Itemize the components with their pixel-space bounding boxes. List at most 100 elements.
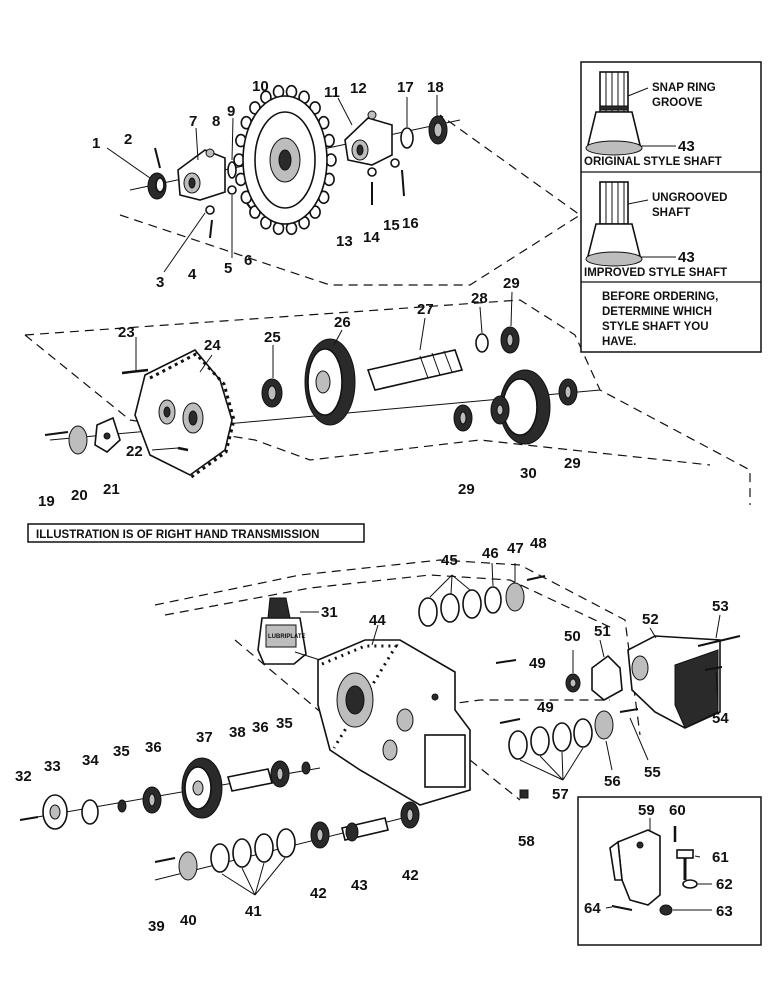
part-28-snap-ring bbox=[475, 333, 489, 353]
callout-57: 57 bbox=[552, 786, 569, 803]
part-36-bearing-a bbox=[142, 786, 162, 814]
part-10-sprocket bbox=[233, 84, 337, 236]
original-shaft-part-number: 43 bbox=[678, 138, 695, 155]
callout-17: 17 bbox=[397, 79, 414, 96]
part-50-seal bbox=[565, 673, 581, 693]
part-52-housing bbox=[627, 635, 721, 729]
part-47-seal bbox=[505, 582, 525, 612]
callout-4: 4 bbox=[188, 266, 197, 283]
part-29-bearing-c bbox=[558, 378, 578, 406]
middle-assembly bbox=[44, 326, 601, 480]
banner-text: ILLUSTRATION IS OF RIGHT HAND TRANSMISSI… bbox=[36, 529, 319, 541]
improved-shaft-caption: IMPROVED STYLE SHAFT bbox=[584, 267, 727, 279]
snap-ring-label-line1: SNAP RING bbox=[652, 82, 716, 94]
part-49-bolt-b bbox=[499, 718, 521, 724]
part-44-transmission-case bbox=[317, 639, 471, 806]
part-58-plug bbox=[519, 789, 529, 799]
part-51-gasket bbox=[591, 654, 623, 701]
callout-31: 31 bbox=[321, 604, 338, 621]
callout-58: 58 bbox=[518, 833, 535, 850]
callout-19: 19 bbox=[38, 493, 55, 510]
part-41-shim-set bbox=[210, 828, 296, 873]
part-54-bolt bbox=[704, 666, 723, 671]
callout-46: 46 bbox=[482, 545, 499, 562]
callout-21: 21 bbox=[103, 481, 120, 498]
part-35-snap-ring-a bbox=[117, 799, 127, 813]
original-shaft-caption: ORIGINAL STYLE SHAFT bbox=[584, 156, 722, 168]
part-18-bearing bbox=[428, 115, 448, 145]
callout-26: 26 bbox=[334, 314, 351, 331]
callout-32: 32 bbox=[15, 768, 32, 785]
callout-7: 7 bbox=[189, 113, 197, 130]
part-36-bearing-b bbox=[270, 760, 290, 788]
part-26-gear bbox=[304, 338, 356, 426]
callout-45: 45 bbox=[441, 552, 458, 569]
bracket-inset bbox=[577, 796, 762, 946]
callout-11: 11 bbox=[324, 84, 340, 101]
part-45-shim-set bbox=[418, 589, 482, 627]
callout-36: 36 bbox=[145, 739, 162, 756]
lubricant-label: LUBRIPLATE bbox=[268, 634, 306, 640]
callout-24: 24 bbox=[204, 337, 221, 354]
improved-shaft-illustration bbox=[585, 181, 643, 267]
part-4-bolt bbox=[209, 219, 213, 239]
part-21-plate bbox=[94, 416, 121, 453]
part-27-shaft bbox=[366, 349, 464, 391]
callout-59: 59 bbox=[638, 802, 655, 819]
callout-15: 15 bbox=[383, 217, 400, 234]
orientation-banner: ILLUSTRATION IS OF RIGHT HAND TRANSMISSI… bbox=[27, 523, 365, 543]
callout-43: 43 bbox=[351, 877, 368, 894]
callout-10: 10 bbox=[252, 78, 269, 95]
callout-9: 9 bbox=[227, 103, 235, 120]
part-63-nut bbox=[659, 904, 673, 916]
callout-39: 39 bbox=[148, 918, 165, 935]
part-3-lockwasher bbox=[205, 205, 215, 215]
note-line3: STYLE SHAFT YOU bbox=[602, 321, 709, 333]
callout-48: 48 bbox=[530, 535, 547, 552]
callout-52: 52 bbox=[642, 611, 659, 628]
callout-2: 2 bbox=[124, 131, 132, 148]
note-line4: HAVE. bbox=[602, 336, 636, 348]
part-29-bearing-b bbox=[453, 404, 473, 432]
part-39-bolt bbox=[154, 857, 176, 863]
callout-29: 29 bbox=[503, 275, 520, 292]
callout-35: 35 bbox=[113, 743, 130, 760]
callout-36-b: 36 bbox=[252, 719, 269, 736]
callout-50: 50 bbox=[564, 628, 581, 645]
callout-20: 20 bbox=[71, 487, 88, 504]
part-13-lockwasher bbox=[367, 167, 377, 177]
part-49-bolt-a bbox=[495, 659, 517, 664]
part-40-seal bbox=[178, 851, 198, 881]
callout-5: 5 bbox=[224, 260, 232, 277]
part-9-washer bbox=[227, 161, 237, 179]
part-30-cluster-gear bbox=[490, 369, 551, 445]
callout-56: 56 bbox=[604, 773, 621, 790]
note-line2: DETERMINE WHICH bbox=[602, 306, 712, 318]
callout-49-b: 49 bbox=[537, 699, 554, 716]
part-62-washer bbox=[682, 879, 698, 889]
part-57-shim-set bbox=[508, 718, 593, 760]
callout-47: 47 bbox=[507, 540, 524, 557]
part-32-bolt bbox=[19, 816, 39, 821]
ungrooved-label-line1: UNGROOVED bbox=[652, 192, 727, 204]
leader-lines bbox=[106, 95, 721, 911]
part-11-bearing-housing bbox=[344, 117, 393, 166]
callout-8: 8 bbox=[212, 113, 220, 130]
callout-12: 12 bbox=[350, 80, 367, 97]
callout-34: 34 bbox=[82, 752, 99, 769]
callout-27: 27 bbox=[417, 301, 434, 318]
callout-18: 18 bbox=[427, 79, 444, 96]
callout-37: 37 bbox=[196, 729, 213, 746]
part-38-shaft bbox=[226, 768, 274, 792]
callout-40: 40 bbox=[180, 912, 197, 929]
callout-41: 41 bbox=[245, 903, 262, 920]
lower-assembly: LUBRIPLATE bbox=[19, 575, 741, 881]
part-22-pin bbox=[177, 446, 189, 452]
callout-53: 53 bbox=[712, 598, 729, 615]
part-46-shim bbox=[484, 586, 502, 614]
shaft-style-inset: SNAP RING GROOVE 43 ORIGINAL STYLE SHAFT… bbox=[580, 61, 762, 353]
callout-16: 16 bbox=[402, 215, 419, 232]
callout-55: 55 bbox=[644, 764, 661, 781]
callout-29-b: 29 bbox=[458, 481, 475, 498]
